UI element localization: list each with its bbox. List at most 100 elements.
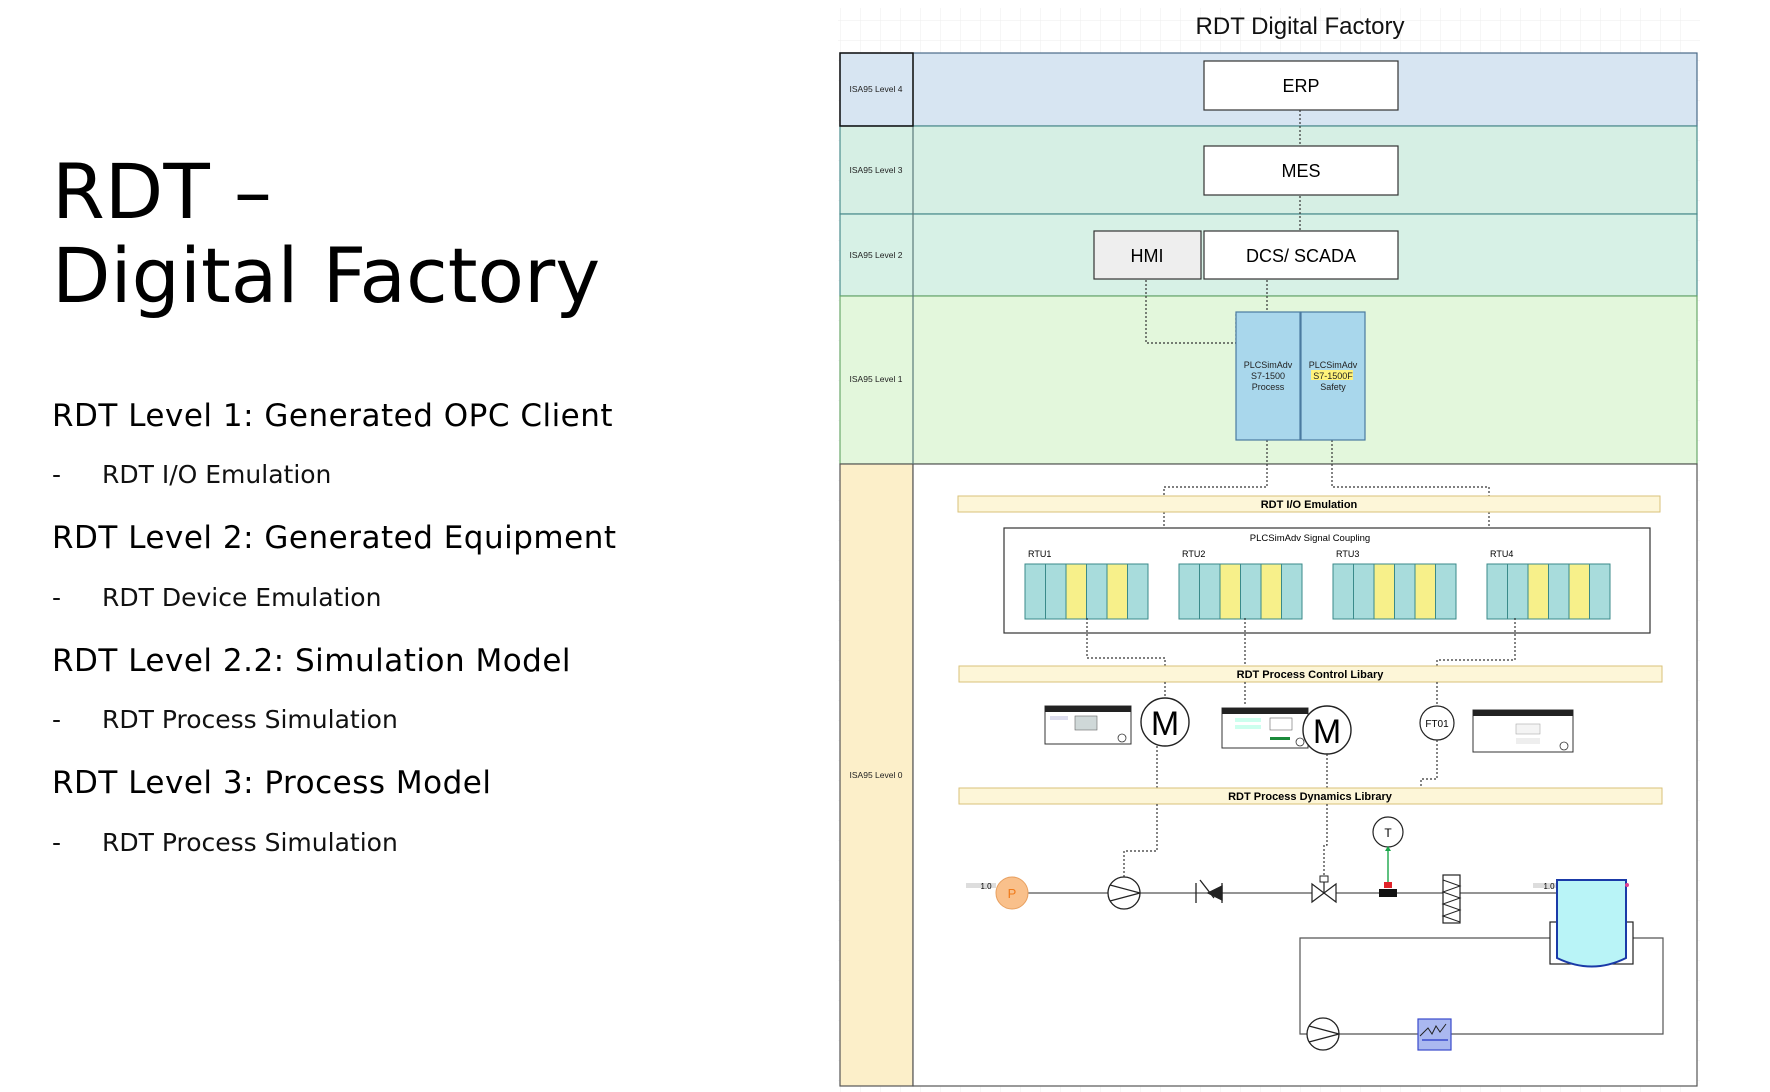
- bullet-sub-1: - RDT I/O Emulation: [52, 460, 331, 489]
- dash-2: -: [52, 583, 62, 612]
- dcs-box: [1203, 230, 1399, 280]
- process-control-label: RDT Process Control Libary: [1237, 669, 1385, 681]
- slide-title-line2: Digital Factory: [52, 231, 601, 320]
- rtu3-module-1: [1332, 563, 1354, 620]
- source-value: 1.0: [980, 882, 992, 891]
- plc2-line2: S7-1500F: [1313, 371, 1353, 381]
- slide-title: RDT – Digital Factory: [52, 150, 600, 318]
- tank: [1549, 879, 1634, 968]
- signal-coupling-title: PLCSimAdv Signal Coupling: [1250, 533, 1370, 544]
- check-valve: [1195, 879, 1223, 903]
- bullet-sub-4: - RDT Process Simulation: [52, 828, 398, 857]
- temperature-sensor: T: [1372, 816, 1404, 888]
- lane-label-2: ISA95 Level 2: [850, 250, 903, 260]
- process-dynamics-label: RDT Process Dynamics Library: [1228, 791, 1393, 803]
- lane-label-1: ISA95 Level 1: [850, 374, 903, 384]
- rtu1-module-1: [1024, 563, 1046, 620]
- slide-title-line1: RDT –: [52, 147, 272, 236]
- plc1-line2: S7-1500: [1251, 371, 1285, 381]
- lane-level-0-header: [839, 463, 914, 1087]
- plc2-line3: Safety: [1320, 382, 1346, 392]
- motor-1: M: [1140, 697, 1190, 747]
- rtu3-module-6: [1435, 563, 1457, 620]
- rtu-modules: [1024, 563, 1611, 620]
- faceplate-transmitter: [1472, 709, 1574, 753]
- rtu4-module-3: [1527, 563, 1549, 620]
- bullet-sub-1-text: RDT I/O Emulation: [102, 460, 332, 489]
- pump-2: [1306, 1017, 1340, 1051]
- erp-label: ERP: [1282, 76, 1319, 96]
- faceplate-motor-1: [1044, 705, 1132, 745]
- source-indicator: [966, 883, 996, 888]
- pressure-source: P: [995, 876, 1029, 910]
- dash-4: -: [52, 828, 62, 857]
- rtu-connectors: [1086, 618, 1516, 666]
- mes-label: MES: [1281, 161, 1320, 181]
- tank-indicator: [1533, 883, 1563, 888]
- rtu3-module-4: [1394, 563, 1416, 620]
- rtu2-module-4: [1240, 563, 1262, 620]
- rtu4-module-6: [1589, 563, 1611, 620]
- bullet-sub-4-text: RDT Process Simulation: [102, 828, 398, 857]
- rtu2-module-5: [1260, 563, 1282, 620]
- dcs-label: DCS/ SCADA: [1246, 246, 1356, 266]
- heat-exchanger: [1441, 874, 1462, 924]
- process-control-bar: [958, 665, 1663, 683]
- hmi-label: HMI: [1131, 246, 1164, 266]
- process-dynamics-bar: [958, 787, 1663, 805]
- temperature-sensor-label: T: [1384, 826, 1392, 840]
- plc1-line3: Process: [1252, 382, 1285, 392]
- rtu4-module-4: [1548, 563, 1570, 620]
- bullet-heading-2: RDT Level 2: Generated Equipment: [52, 520, 617, 556]
- plc1-line1: PLCSimAdv: [1244, 360, 1293, 370]
- rtu1-label: RTU1: [1028, 549, 1051, 559]
- bullet-sub-3-text: RDT Process Simulation: [102, 705, 398, 734]
- flow-transmitter: FT01: [1419, 705, 1455, 741]
- sensor-tee: [1379, 889, 1397, 897]
- erp-box: [1203, 60, 1399, 111]
- rtu4-module-5: [1568, 563, 1590, 620]
- rtu4-module-1: [1486, 563, 1508, 620]
- tank-value: 1.0: [1543, 882, 1555, 891]
- diagram-title: RDT Digital Factory: [1196, 13, 1405, 40]
- bullet-heading-3: RDT Level 2.2: Simulation Model: [52, 643, 572, 679]
- hmi-box: [1093, 230, 1202, 280]
- rtu3-module-2: [1353, 563, 1375, 620]
- pump-1: [1107, 876, 1141, 910]
- rtu2-module-2: [1199, 563, 1221, 620]
- dash-1: -: [52, 460, 62, 489]
- lane-label-4: ISA95 Level 4: [850, 84, 903, 94]
- rtu2-module-3: [1219, 563, 1241, 620]
- bullet-sub-3: - RDT Process Simulation: [52, 705, 398, 734]
- rtu4-label: RTU4: [1490, 549, 1513, 559]
- lane-label-3: ISA95 Level 3: [850, 165, 903, 175]
- motor-2: M: [1302, 705, 1352, 755]
- rtu2-label: RTU2: [1182, 549, 1205, 559]
- rtu3-label: RTU3: [1336, 549, 1359, 559]
- flow-transmitter-label: FT01: [1425, 719, 1449, 730]
- bullet-heading-4: RDT Level 3: Process Model: [52, 765, 492, 801]
- rtu4-module-2: [1507, 563, 1529, 620]
- plc-process-box: [1235, 311, 1301, 441]
- motor-1-label: M: [1151, 705, 1179, 743]
- rtu1-module-6: [1127, 563, 1149, 620]
- rtu2-module-6: [1281, 563, 1303, 620]
- rtu1-module-2: [1045, 563, 1067, 620]
- bullet-heading-1: RDT Level 1: Generated OPC Client: [52, 398, 614, 434]
- rtu1-module-3: [1065, 563, 1087, 620]
- motor-2-label: M: [1313, 713, 1341, 751]
- rtu3-module-5: [1414, 563, 1436, 620]
- control-valve: [1311, 875, 1337, 904]
- plc2-line1: PLCSimAdv: [1309, 360, 1358, 370]
- bullet-sub-2-text: RDT Device Emulation: [102, 583, 382, 612]
- mes-box: [1203, 145, 1399, 196]
- heater: [1417, 1018, 1452, 1051]
- bullet-sub-2: - RDT Device Emulation: [52, 583, 381, 612]
- pressure-source-label: P: [1008, 886, 1017, 901]
- io-emulation-label: RDT I/O Emulation: [1261, 499, 1358, 511]
- rtu1-module-5: [1106, 563, 1128, 620]
- faceplate-valve: [1221, 707, 1309, 749]
- lane-label-0: ISA95 Level 0: [850, 770, 903, 780]
- dash-3: -: [52, 705, 62, 734]
